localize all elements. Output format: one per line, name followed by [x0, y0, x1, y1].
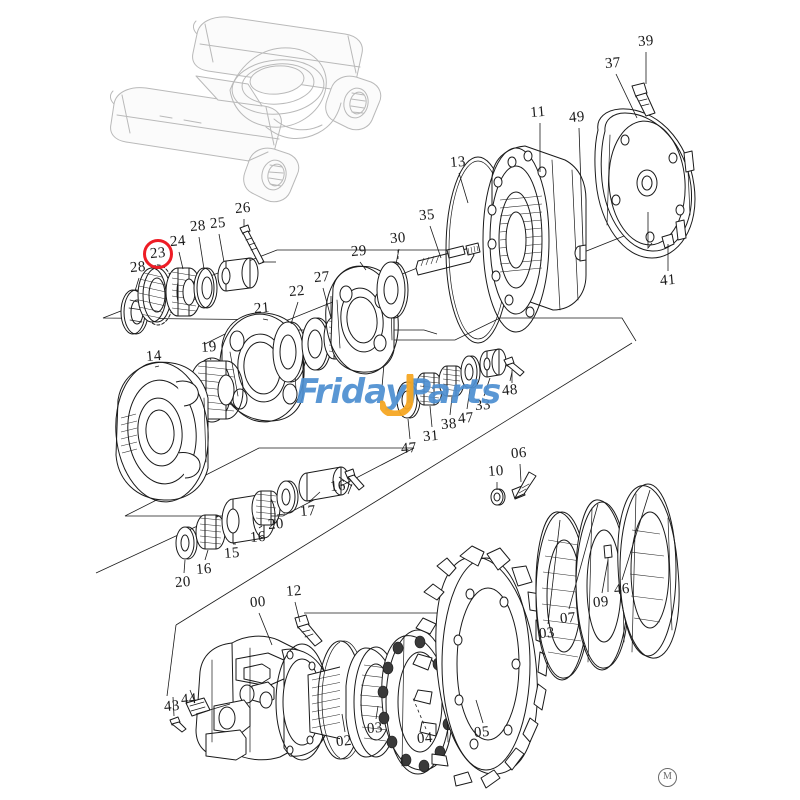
callout-23-11: 23	[149, 244, 167, 263]
callout-21-17: 21	[253, 299, 271, 318]
part-22b-washer	[301, 317, 332, 371]
part-09-key	[603, 544, 613, 592]
callout-07-37: 07	[559, 609, 577, 628]
part-39-bolt	[631, 82, 656, 117]
callout-33-21: 33	[474, 396, 492, 415]
callout-41-6: 41	[659, 271, 677, 290]
callout-06-26: 06	[510, 444, 528, 463]
callout-28-9: 28	[189, 217, 207, 236]
corner-mark: M	[658, 768, 677, 787]
callout-26-7: 26	[234, 199, 252, 218]
part-28-right-seal	[193, 267, 218, 309]
callout-15-32: 15	[223, 544, 241, 563]
part-46-outer-ring	[617, 483, 680, 659]
part-14-hub-housing	[115, 361, 209, 503]
callout-17-29: 17	[299, 502, 317, 521]
callout-35-5: 35	[418, 206, 436, 225]
part-10-washer	[490, 488, 506, 506]
callout-47-25: 47	[400, 439, 418, 458]
part-24-roller-bearing	[165, 267, 202, 317]
callout-11-2: 11	[529, 103, 547, 122]
part-03-seal-ring-upper	[535, 511, 589, 681]
part-35-sun-shaft	[415, 242, 481, 276]
callout-22-16: 22	[288, 282, 306, 301]
callout-39-0: 39	[637, 32, 655, 51]
part-41-plug	[647, 212, 675, 250]
callout-31-24: 31	[422, 427, 440, 446]
part-43-44-nameplate	[169, 697, 231, 733]
callout-10-27: 10	[487, 462, 505, 481]
part-22-thrust-washer	[272, 321, 307, 383]
callout-00-40: 00	[249, 593, 267, 612]
leader-lines	[134, 52, 669, 733]
part-23-bearing	[137, 264, 175, 326]
callout-19-18: 19	[200, 338, 218, 357]
part-00-travel-motor	[195, 635, 347, 761]
callout-16-33: 16	[195, 560, 213, 579]
part-06-bolt	[511, 471, 537, 500]
callout-30-13: 30	[389, 229, 407, 248]
callout-04-42: 04	[416, 729, 434, 748]
callout-43-46: 43	[163, 697, 181, 716]
callout-48-20: 48	[501, 381, 519, 400]
callout-09-36: 09	[592, 593, 610, 612]
track-frame-assembly	[110, 16, 382, 203]
callout-46-35: 46	[613, 580, 631, 599]
callout-05-41: 05	[473, 723, 491, 742]
part-26-bolt	[239, 224, 276, 265]
part-11-ring-gear-drum	[482, 145, 587, 333]
callout-16-31: 16	[249, 528, 267, 547]
part-12-bolt	[294, 614, 323, 647]
callout-20-34: 20	[174, 573, 192, 592]
callout-02-44: 02	[335, 732, 353, 751]
callout-27-15: 27	[313, 268, 331, 287]
callout-03-43: 03	[366, 719, 384, 738]
callout-12-39: 12	[285, 582, 303, 601]
callout-20-30: 20	[267, 515, 285, 534]
callout-16-28: 16	[329, 477, 347, 496]
callout-44-45: 44	[180, 690, 198, 709]
lower-parts-row	[175, 466, 365, 560]
part-30-washer	[376, 250, 409, 319]
callout-25-8: 25	[209, 214, 227, 233]
callout-38-23: 38	[440, 415, 458, 434]
callout-13-4: 13	[449, 153, 467, 172]
part-25-spacer-sleeve	[217, 257, 259, 292]
callout-49-3: 49	[568, 108, 586, 127]
callout-28-12: 28	[129, 258, 147, 277]
callout-47-22: 47	[457, 409, 475, 428]
part-07-seal-ring	[575, 499, 629, 671]
callout-14-19: 14	[145, 347, 163, 366]
small-parts-cluster	[396, 348, 525, 419]
callout-03-38: 03	[538, 624, 556, 643]
callout-24-10: 24	[169, 232, 187, 251]
callout-37-1: 37	[604, 54, 622, 73]
part-05-sprocket	[412, 545, 549, 789]
callout-29-14: 29	[350, 242, 368, 261]
part-37-cover-plate	[594, 108, 696, 259]
